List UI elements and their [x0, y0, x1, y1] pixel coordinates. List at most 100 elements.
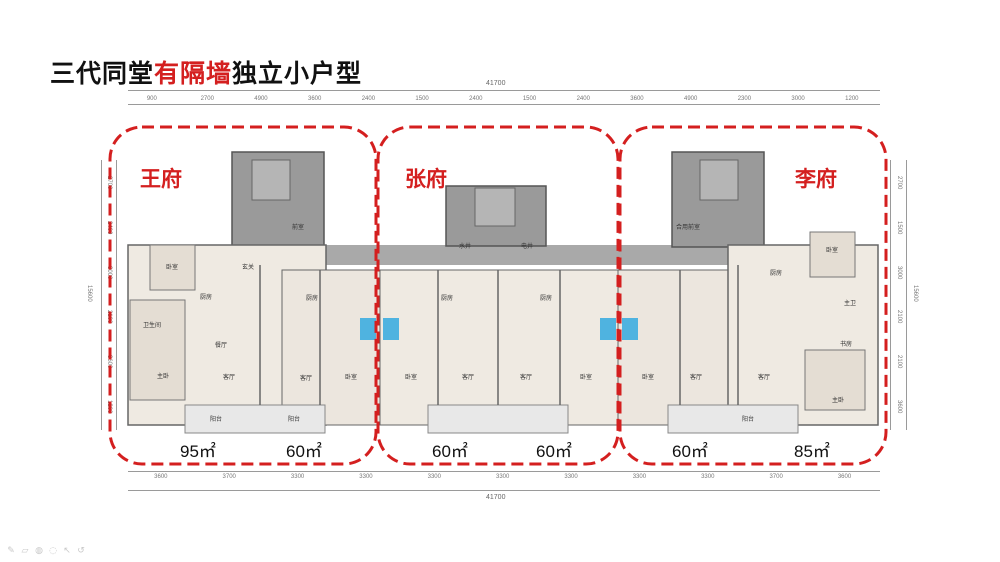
bottom-dim-3: 3300: [359, 474, 373, 480]
bedroom-li: [809, 231, 856, 278]
master-bedroom-li: [804, 349, 866, 411]
room-label-living-3: 客厅: [462, 374, 475, 381]
top-dim-13: 1200: [845, 96, 859, 102]
room-label-bedroom-4: 卧室: [580, 374, 593, 381]
shape-icon[interactable]: ◌: [49, 546, 57, 556]
bottom-total-dimension: 41700: [486, 494, 506, 501]
elevator-middle: [474, 187, 516, 227]
room-label-bath-wang: 卫生间: [143, 322, 162, 329]
top-dim-9: 3600: [630, 96, 644, 102]
presentation-toolbar: ✎ ▱ ◍ ◌ ↖ ↺: [6, 546, 86, 556]
top-dim-2: 4900: [254, 96, 268, 102]
right-dim-line: [890, 160, 891, 430]
bath-tub-3: [600, 318, 616, 340]
area-li-1: 60㎡: [672, 442, 708, 461]
title-part2: 独立小户型: [232, 59, 363, 88]
room-label-bedroom-li: 卧室: [826, 247, 839, 254]
stair-right: [699, 159, 739, 201]
bottom-dim-9: 3700: [769, 474, 783, 480]
unit-wang-small: [281, 269, 381, 426]
bottom-dim-4: 3300: [427, 474, 441, 480]
bath-tub-2: [383, 318, 399, 340]
room-label-kitchen-wang: 厨房: [200, 294, 213, 301]
top-dim-4: 2400: [361, 96, 376, 102]
room-label-study-li: 书房: [840, 341, 853, 348]
right-dim-line-outer: [906, 160, 907, 430]
top-dim-3: 3600: [308, 96, 322, 102]
room-label-bedroom-2: 卧室: [345, 374, 358, 381]
room-label-kitchen-li: 厨房: [770, 270, 783, 277]
unit-zhang-1: [379, 269, 499, 426]
bottom-dim-7: 3300: [632, 474, 647, 480]
pen-icon[interactable]: ✎: [7, 546, 15, 556]
bottom-dim-10: 3600: [837, 474, 852, 480]
room-label-dining-wang: 餐厅: [215, 342, 228, 349]
room-label-kitchen-3: 厨房: [441, 295, 454, 302]
top-dim-0: 900: [146, 96, 157, 102]
bottom-dim-0: 3600: [154, 474, 168, 480]
unit-li-small: [617, 269, 729, 426]
room-label-master-li: 主卧: [832, 397, 845, 404]
pointer-icon[interactable]: ↖: [63, 546, 71, 556]
room-label-stair-common: 合用前室: [676, 224, 701, 231]
room-label-elec: 电井: [521, 243, 534, 250]
bottom-dim-6: 3300: [564, 474, 578, 480]
balcony-li: [667, 404, 799, 434]
bottom-dim-8: 3300: [701, 474, 715, 480]
bottom-dim-5: 3300: [496, 474, 510, 480]
bedroom-wang: [149, 244, 196, 291]
family-name-wang: 王府: [140, 167, 182, 191]
area-zhang-1: 60㎡: [432, 442, 468, 461]
bottom-dim-1: 3700: [222, 474, 236, 480]
eraser-icon[interactable]: ▱: [21, 546, 29, 556]
room-label-kitchen-4: 厨房: [540, 295, 553, 302]
undo-icon[interactable]: ↺: [77, 546, 85, 556]
bath-tub-4: [622, 318, 638, 340]
top-dim-11: 2300: [737, 96, 752, 102]
top-total-dimension: 41700: [486, 80, 506, 87]
balcony-zhang: [427, 404, 569, 434]
room-label-balcony-wang: 阳台: [210, 416, 223, 423]
room-label-living-4: 客厅: [520, 374, 533, 381]
page-title: 三代同堂有隔墙独立小户型: [50, 54, 362, 90]
room-label-living-li: 客厅: [758, 374, 771, 381]
bottom-dim-line: [128, 471, 880, 472]
room-label-well: 水井: [459, 243, 472, 250]
area-zhang-2: 60㎡: [536, 442, 572, 461]
top-dim-10: 4900: [684, 96, 698, 102]
room-label-living-2: 客厅: [300, 375, 313, 382]
room-label-bath-li: 主卫: [844, 300, 857, 307]
room-label-master-wang: 主卧: [157, 373, 170, 380]
bath-tub-1: [360, 318, 376, 340]
highlighter-icon[interactable]: ◍: [35, 546, 43, 556]
master-bedroom-wang: [129, 299, 186, 401]
room-label-stair-left: 前室: [292, 224, 305, 231]
family-name-zhang: 张府: [405, 167, 447, 191]
area-wang-2: 60㎡: [286, 442, 322, 461]
room-label-bedroom-5: 卧室: [642, 374, 655, 381]
top-dim-8: 2400: [576, 96, 590, 102]
stair-left: [251, 159, 291, 201]
unit-zhang-2: [497, 269, 619, 426]
room-label-balcony-li: 阳台: [742, 416, 755, 423]
room-label-entry-wang: 玄关: [242, 264, 255, 271]
room-label-living-wang: 客厅: [223, 374, 236, 381]
area-wang-1: 95㎡: [180, 442, 216, 461]
balcony-wang: [184, 404, 326, 434]
title-part1: 三代同堂: [50, 59, 155, 88]
top-dim-7: 1500: [522, 96, 537, 102]
room-label-kitchen-2: 厨房: [306, 295, 319, 302]
bottom-total-dim-line: [128, 490, 880, 491]
family-name-li: 李府: [795, 167, 837, 191]
family-boundary-li: [618, 125, 888, 466]
bottom-dim-2: 3300: [290, 474, 305, 480]
family-boundary-wang: [108, 125, 378, 466]
left-dim-line-inner: [116, 160, 117, 430]
top-dim-6: 2400: [469, 96, 483, 102]
family-boundary-zhang: [376, 125, 620, 466]
room-label-bedroom-wang: 卧室: [166, 264, 179, 271]
area-li-2: 85㎡: [794, 442, 830, 461]
room-label-balcony-2: 阳台: [288, 416, 301, 423]
title-highlight: 有隔墙: [154, 59, 233, 88]
